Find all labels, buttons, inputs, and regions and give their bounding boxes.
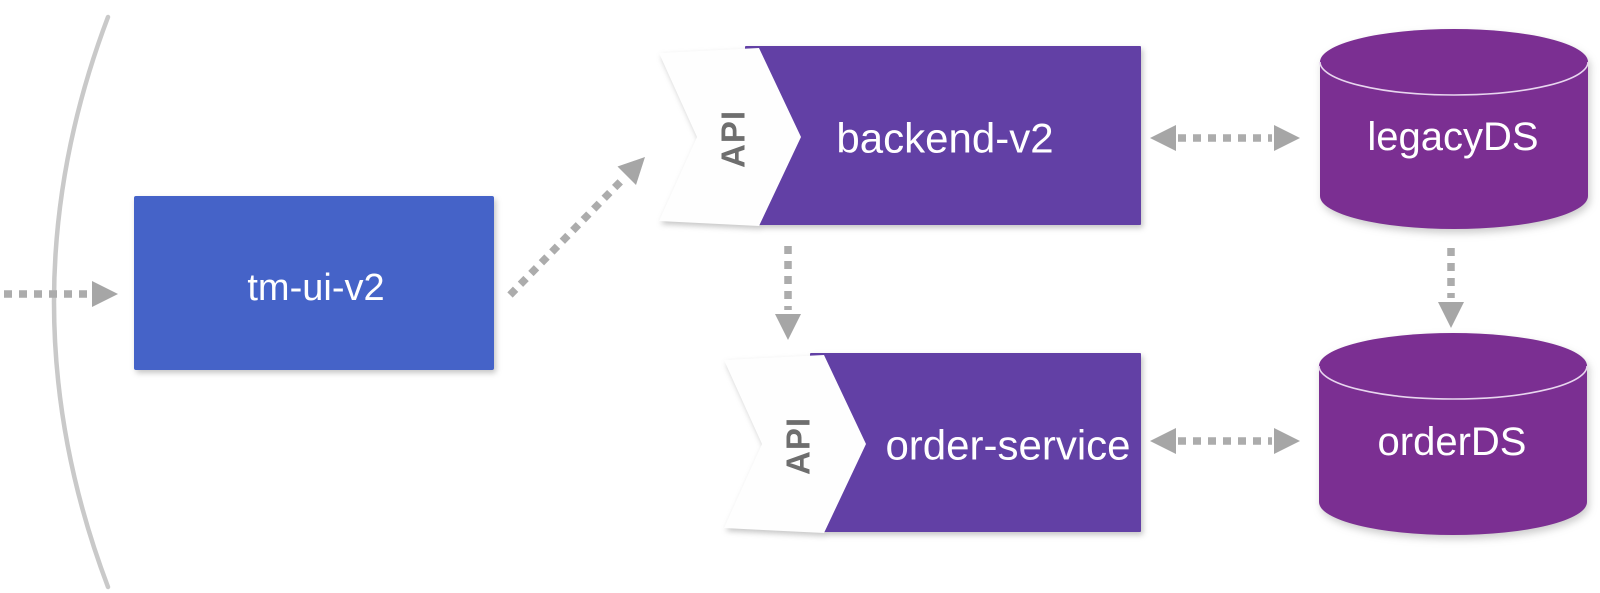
backend-v2-box — [745, 46, 1141, 225]
edge-orderservice-orderds — [1150, 428, 1300, 454]
legacyds-label: legacyDS — [1367, 115, 1538, 159]
order-service-box — [810, 353, 1141, 532]
edge-external-to-ui — [4, 281, 118, 307]
edge-dotted-line — [507, 176, 626, 298]
tm-ui-v2-label: tm-ui-v2 — [247, 267, 384, 309]
edge-backend-orderservice — [775, 246, 801, 340]
edge-ui-to-backend — [507, 157, 645, 298]
api-chevron-shape — [659, 48, 801, 226]
arrowhead-right-icon — [1274, 125, 1300, 151]
backend-v2-label: backend-v2 — [836, 115, 1053, 162]
node-backend-v2: API backend-v2 — [659, 46, 1141, 226]
node-legacyds: legacyDS — [1319, 29, 1589, 229]
api-chevron-shape — [724, 355, 866, 533]
arrowhead-down-icon — [775, 314, 801, 340]
order-service-label: order-service — [885, 422, 1130, 469]
api-badge: API — [715, 110, 752, 168]
brace-curve — [51, 14, 111, 590]
arrowhead-left-icon — [1150, 125, 1176, 151]
left-brace-arc — [51, 14, 111, 590]
arrowhead-upright-icon — [617, 157, 645, 185]
cylinder-rim-line — [1319, 61, 1589, 96]
arrowhead-left-icon — [1150, 428, 1176, 454]
arrowhead-right-icon — [1274, 428, 1300, 454]
arrowhead-down-icon — [1438, 302, 1464, 328]
node-orderds: orderDS — [1318, 333, 1588, 535]
tm-ui-v2-box — [134, 196, 494, 370]
orderds-label: orderDS — [1378, 420, 1527, 464]
cylinder-body — [1320, 29, 1588, 229]
cylinder-body — [1319, 333, 1587, 535]
edge-backend-legacyds — [1150, 125, 1300, 151]
arrowhead-right-icon — [92, 281, 118, 307]
node-tm-ui-v2: tm-ui-v2 — [134, 196, 494, 370]
edge-legacyds-orderds — [1438, 248, 1464, 328]
api-badge: API — [780, 417, 817, 475]
node-order-service: API order-service — [724, 353, 1141, 533]
cylinder-rim-line — [1318, 365, 1588, 400]
